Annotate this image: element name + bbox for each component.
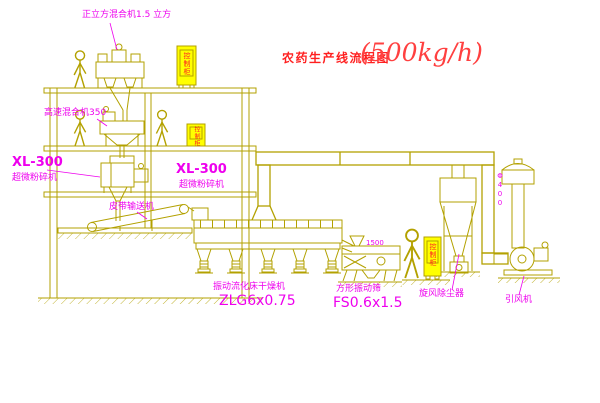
- fan-label: 引风机: [505, 295, 533, 305]
- belt-conveyor-label: 皮带输送机: [109, 202, 155, 212]
- fluid-bed-dryer: [191, 207, 355, 274]
- leader-lines: [46, 22, 525, 296]
- control-cabinet-right-text: 控制柜: [429, 243, 437, 267]
- dryer-model-label: ZLG6x0.75: [219, 293, 296, 309]
- vibrating-screen: [338, 235, 402, 287]
- cube-mixer-label: 正立方混合机1.5 立方: [82, 10, 172, 20]
- building-frame: [38, 87, 262, 304]
- belt-conveyor: [87, 204, 195, 232]
- feed-pipe: [109, 87, 131, 121]
- duct-network: [251, 151, 509, 265]
- control-cabinet-mid-text: 控制柜: [193, 126, 200, 147]
- screen-name-label: 方形振动筛: [336, 284, 382, 294]
- cyclone-label: 旋风除尘器: [419, 289, 465, 299]
- mill-left-model-label: XL-300: [12, 155, 63, 170]
- mill-right-name-label: 超微粉碎机: [179, 180, 225, 190]
- diagram-title: 农药生产线流程图: [282, 51, 391, 65]
- control-cabinet-top: [176, 45, 197, 89]
- control-cabinet-mid: [186, 123, 206, 147]
- screen-model-label: FS0.6x1.5: [333, 295, 403, 311]
- duct-diameter-annotation: Φ400: [496, 172, 504, 208]
- screen-dimension-annotation: 1500: [366, 239, 384, 247]
- high-speed-mixer: [99, 106, 145, 158]
- control-cabinet-right: [402, 236, 450, 285]
- cyclone-separator: [436, 164, 480, 277]
- high-speed-mixer-label: 高速混合机350: [44, 108, 107, 118]
- mill-right-model-label: XL-300: [176, 162, 227, 177]
- mill-left-name-label: 超微粉碎机: [12, 173, 58, 183]
- dryer-name-label: 振动流化床干燥机: [213, 282, 286, 292]
- control-cabinet-top-text: 控制柜: [183, 52, 191, 76]
- diagram-capacity: (500kg/h): [360, 38, 483, 67]
- exhaust-stack: [501, 158, 535, 249]
- draft-fan: [493, 241, 560, 283]
